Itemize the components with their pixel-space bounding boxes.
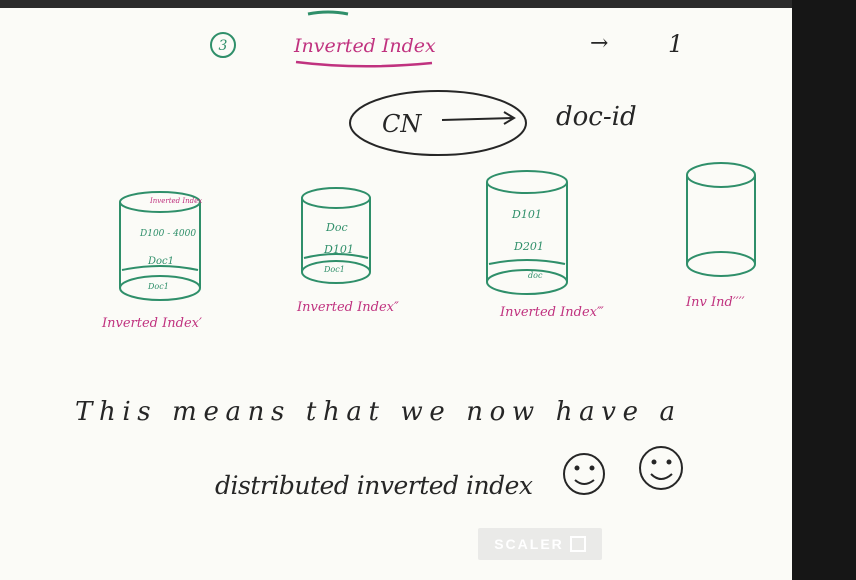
shard-2-inner-1: D101 — [323, 243, 354, 256]
step-number: 3 — [219, 38, 228, 54]
shard-1-inner-2: Doc1 — [147, 256, 174, 267]
statement-line-1: This means that we now have a — [75, 397, 675, 427]
logo-icon — [569, 536, 586, 552]
shard-1-inner-3: Doc1 — [147, 282, 169, 291]
step-circle — [210, 32, 236, 58]
statement-line-2: distributed inverted index — [215, 471, 533, 500]
heading-arrow: → — [590, 31, 608, 56]
mapping-left: CN — [382, 110, 422, 138]
heading-count: 1 — [668, 30, 683, 58]
shard-3-inner-1: D201 — [513, 240, 544, 253]
shard-3-inner-2: doc — [528, 271, 543, 280]
mapping-arrow-head — [503, 111, 516, 125]
whiteboard-canvas: 3 Inverted Index → 1 CN doc-id Inverted … — [75, 10, 756, 500]
mapping-oval — [349, 90, 527, 156]
shard-cylinder-4 — [686, 162, 756, 277]
heading-title: Inverted Index — [293, 35, 436, 57]
top-bar — [0, 0, 856, 8]
shard-3-inner-0: D101 — [511, 208, 542, 221]
shard-2-inner-0: Doc — [325, 221, 348, 234]
smiley-icon — [563, 453, 605, 495]
watermark-text: SCALER — [494, 536, 564, 552]
shard-3-label: Inverted Index‴ — [499, 305, 604, 320]
shard-2-label: Inverted Index″ — [296, 300, 399, 315]
shard-cylinder-1 — [119, 191, 201, 301]
scaler-watermark: SCALER — [478, 528, 602, 560]
shard-1-inner-1: D100 - 4000 — [139, 229, 196, 239]
shard-2-inner-2: Doc1 — [323, 265, 345, 274]
top-scribble — [307, 10, 349, 16]
heading-underline — [295, 60, 433, 68]
shard-cylinder-3 — [486, 170, 568, 295]
side-panel — [792, 0, 856, 580]
shard-1-label: Inverted Index′ — [101, 316, 202, 331]
shard-cylinder-2 — [301, 187, 371, 284]
mapping-arrow-line — [441, 117, 513, 121]
shard-4-label: Inv Ind′′′′ — [685, 295, 745, 310]
shard-1-inner-0: Inverted Index — [149, 197, 202, 205]
smiley-icon — [639, 446, 683, 490]
whiteboard-page: 3 Inverted Index → 1 CN doc-id Inverted … — [0, 8, 792, 580]
mapping-right: doc-id — [556, 102, 637, 132]
